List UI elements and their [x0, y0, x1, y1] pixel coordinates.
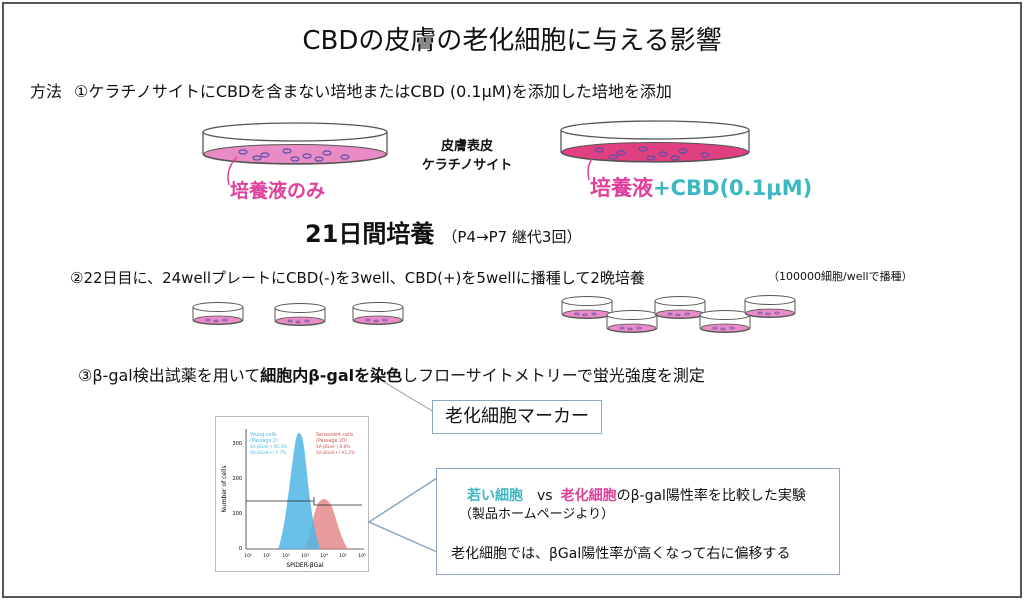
marker-callout: 老化細胞マーカー	[432, 400, 602, 434]
dish-left-large	[202, 122, 388, 165]
young-sub: (Passage 2)	[250, 438, 278, 444]
well-cbd-neg-1	[192, 302, 244, 325]
xtick-2: 10²	[282, 553, 290, 559]
dish-right-label-medium: 培養液	[590, 176, 653, 200]
cell-type-line2: ケラチノサイト	[421, 158, 513, 173]
well-cbd-pos-5	[744, 295, 796, 318]
step3-post: しフローサイトメトリーで蛍光強度を測定	[402, 366, 705, 385]
well-cbd-neg-2	[274, 303, 326, 326]
info-source: （製品ホームページより）	[459, 507, 615, 522]
xtick-5: 10⁵	[339, 553, 347, 559]
dish-right-large	[560, 120, 750, 163]
dish-right-label-cbd: +CBD(0.1μM)	[653, 176, 813, 200]
step2-text: ②22日目に、24wellプレートにCBD(-)を3well、CBD(+)を5w…	[70, 269, 645, 287]
dish-left-label: 培養液のみ	[230, 180, 326, 202]
page-title: CBDの皮膚の老化細胞に与える影響	[302, 26, 722, 56]
dish-right-label: 培養液+CBD(0.1μM)	[590, 172, 812, 202]
young-distribution	[278, 432, 320, 549]
ytick-200: 200	[232, 476, 242, 482]
step3-text: ③β-gal検出試薬を用いて細胞内β-galを染色しフローサイトメトリーで蛍光強…	[78, 362, 705, 386]
culture-duration: 21日間培養 （P4→P7 継代3回）	[305, 214, 581, 249]
hist-ylabel: Number of cells	[221, 465, 228, 512]
info-rest: のβ-gal陽性率を比較した実験	[616, 488, 806, 504]
ytick-100: 100	[232, 511, 242, 517]
xtick-0: 10⁰	[244, 553, 252, 559]
marker-connector	[383, 381, 435, 413]
well-cbd-neg-3	[352, 302, 404, 325]
pointer-left	[227, 156, 238, 186]
ytick-0: 0	[239, 546, 242, 552]
info-callout-pointer	[367, 477, 438, 553]
hist-xlabel: SPiDER-βGal	[286, 562, 324, 569]
method-line: 方法 ①ケラチノサイトにCBDを含まない培地またはCBD (0.1μM)を添加した…	[30, 78, 672, 102]
young-pos: SA-βGal(+) 7.7%	[250, 450, 286, 456]
method-step1: ①ケラチノサイトにCBDを含まない培地またはCBD (0.1μM)を添加した培地…	[74, 82, 672, 101]
cell-type-line1: 皮膚表皮	[440, 139, 493, 154]
step3-bold: 細胞内β-galを染色	[260, 366, 403, 385]
ytick-300: 300	[232, 441, 242, 447]
flow-histogram: 300 200 100 0 10⁰ 10¹ 10² 10³ 10⁴ 10⁵ 10…	[215, 416, 369, 572]
info-line1: 若い細胞 vs 老化細胞のβ-gal陽性率を比較した実験	[467, 485, 806, 505]
info-old: 老化細胞	[560, 488, 617, 504]
sen-sub: (Passage 20)	[316, 438, 347, 444]
cell-type-label: 皮膚表皮 ケラチノサイト	[402, 137, 532, 175]
step2-note: （100000細胞/wellで播種）	[768, 270, 913, 283]
xtick-6: 10⁶	[358, 553, 366, 559]
xtick-1: 10¹	[263, 553, 271, 559]
culture-main: 21日間培養	[305, 220, 435, 248]
sen-title: Senescent cells	[316, 432, 354, 438]
young-neg: SA-βGal(-) 90.3%	[250, 444, 287, 450]
info-conclusion: 老化細胞では、βGal陽性率が高くなって右に偏移する	[451, 546, 791, 562]
pointer-right	[587, 151, 598, 181]
xtick-3: 10³	[301, 553, 309, 559]
culture-passage: （P4→P7 継代3回）	[442, 228, 582, 246]
sen-pos: SA-βGal(+) 91.2%	[316, 450, 355, 456]
young-title: Young cells	[249, 432, 277, 438]
method-label: 方法	[30, 82, 63, 101]
xtick-4: 10⁴	[320, 553, 328, 559]
sen-neg: SA-βGal(-) 8.8%	[316, 444, 350, 450]
info-young: 若い細胞	[467, 488, 523, 504]
info-vs: vs	[537, 488, 553, 504]
step3-pre: ③β-gal検出試薬を用いて	[78, 366, 261, 385]
